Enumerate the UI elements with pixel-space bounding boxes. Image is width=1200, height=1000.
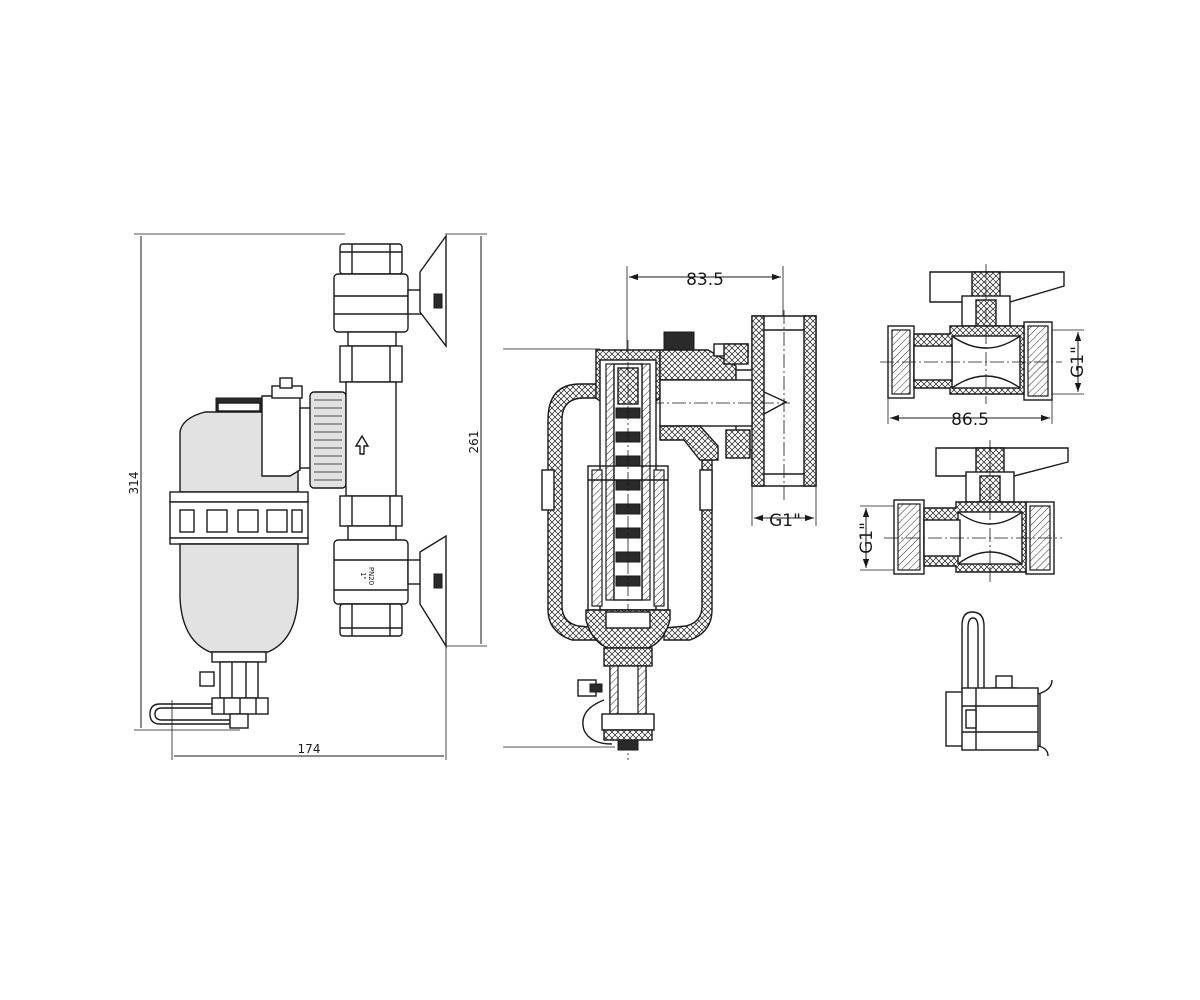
dimension-overall-height-label: 314 [127,472,141,495]
dimension-thread-valve-bottom: G1" [857,505,894,571]
dimension-valve-length-label: 86.5 [951,410,989,430]
dimension-thread-valve-bottom-label: G1" [857,522,877,554]
dimension-thread-tee: G1" [751,486,817,531]
valve-marking: PN20 1" [359,567,375,585]
filter-housing [149,397,309,729]
dimension-inlet-offset-label: 83.5 [686,270,724,290]
dimension-thread-tee-label: G1" [769,511,801,531]
dimension-overall-height: 314 [127,233,345,731]
filter-head [261,377,383,489]
dimension-overall-width-label: 174 [298,742,321,756]
drain-valve-side [945,611,1053,757]
dimension-body-height-label: 261 [467,431,481,454]
valve-marking-size: 1" [359,572,367,580]
valve-marking-pressure: PN20 [367,567,375,585]
dimension-valve-length: 86.5 [887,398,1053,430]
ball-valve-lower: G1" [857,440,1069,582]
front-view: 314 261 174 [127,233,487,760]
dimension-thread-valve-top: G1" [1052,329,1088,395]
dimension-overall-width: 174 [171,646,447,760]
tee-fitting [735,310,817,500]
section-view: 83.5 [503,266,817,760]
dimension-body-height: 261 [445,233,487,647]
dimension-inlet-offset: 83.5 [626,266,784,350]
ball-valve-upper: 86.5 G1" [880,264,1088,430]
dimension-thread-valve-top-label: G1" [1068,346,1088,378]
pipe-assembly: PN20 1" [333,233,447,649]
